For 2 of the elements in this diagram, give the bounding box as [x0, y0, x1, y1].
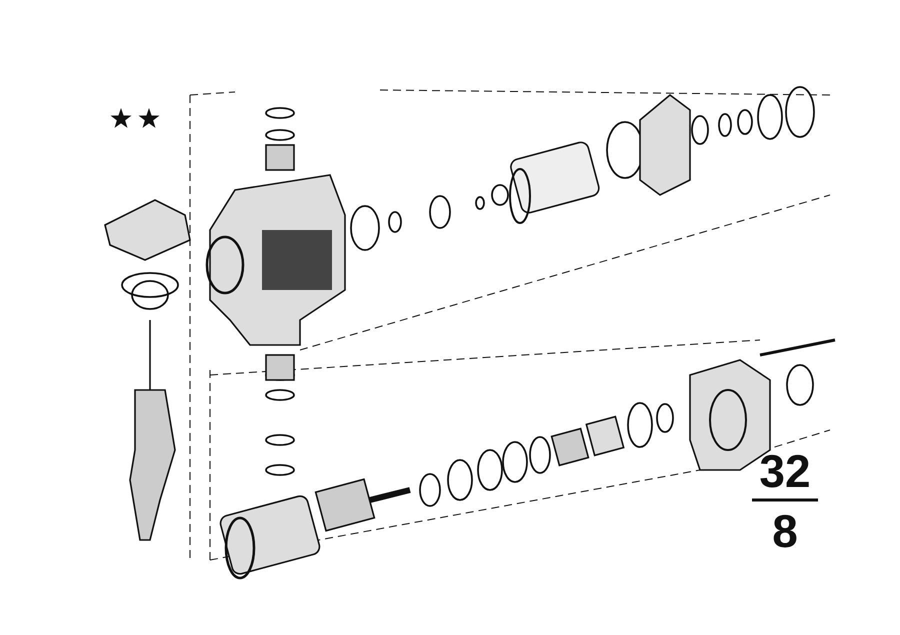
page-number: 8	[771, 508, 799, 554]
page-number: 32	[758, 448, 812, 494]
